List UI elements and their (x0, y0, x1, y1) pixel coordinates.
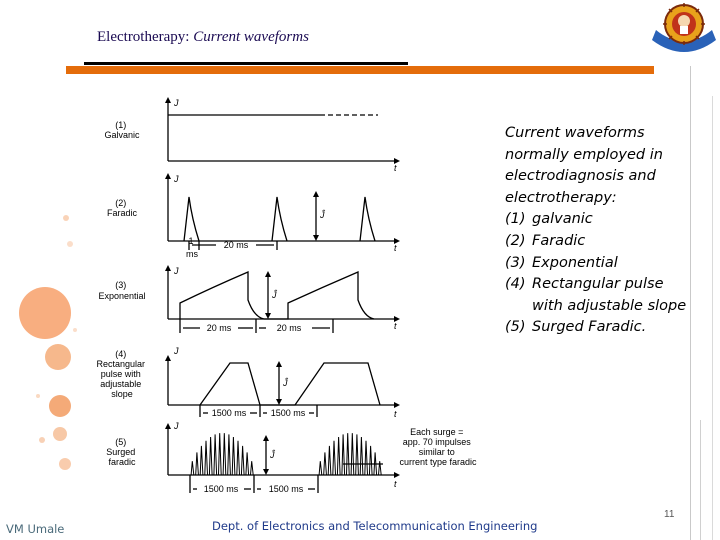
exponential-off-time: 20 ms (277, 323, 302, 333)
amplitude-label-3: Ĵ (271, 290, 278, 300)
axis-label-t-5: t (394, 479, 397, 489)
list-item-number: (2) (505, 232, 526, 249)
waveform-list: (1) galvanic (2) Faradic (3) Exponential (4… (505, 209, 690, 339)
footer-author: VM Umale (6, 522, 65, 536)
accent-bar (66, 66, 654, 74)
axis-label-t-1: t (394, 163, 397, 173)
waveform-description: Current waveforms normally employed in e… (505, 123, 690, 339)
list-item-number: (5) (505, 319, 526, 336)
rectangular-on-time: 1500 ms (212, 408, 247, 418)
list-item: (5) Surged Faradic. (505, 317, 690, 339)
list-item-text: Faradic (532, 232, 586, 249)
faradic-pulse-unit: ms (186, 249, 198, 259)
surge-burst (318, 433, 382, 476)
slide-title-sub: Current waveforms (193, 29, 309, 45)
list-item: (1) galvanic (505, 209, 690, 231)
panel-label-4: (4) Rectangular pulse with adjustable sl… (96, 349, 147, 399)
page-number: 11 (664, 509, 675, 520)
list-item: (4) Rectangular pulse with adjustable slo… (505, 274, 690, 317)
decorative-circles (19, 215, 77, 470)
exponential-on-time: 20 ms (207, 323, 232, 333)
faradic-period: 20 ms (224, 240, 249, 250)
right-divider (690, 66, 691, 540)
title-underline (84, 62, 408, 65)
surged-on-time: 1500 ms (204, 484, 239, 494)
right-edge-line (712, 96, 713, 540)
list-item-text: Exponential (532, 254, 618, 271)
right-edge-line-lower (700, 420, 701, 540)
institution-logo (652, 3, 716, 52)
axis-label-t-2: t (394, 243, 397, 253)
amplitude-label-4: Ĵ (282, 378, 289, 388)
amplitude-label-2: Ĵ (319, 210, 326, 220)
axis-label-j-5: J (173, 421, 179, 431)
list-item-text: galvanic (532, 211, 593, 228)
slide-title: Electrotherapy: Current waveforms (97, 29, 309, 46)
panel-label-2: (2) Faradic (107, 198, 138, 218)
list-item-number: (3) (505, 254, 526, 271)
surged-off-time: 1500 ms (269, 484, 304, 494)
footer-department: Dept. of Electronics and Telecommunicati… (212, 519, 538, 533)
list-item: (3) Exponential (505, 253, 690, 275)
rectangular-off-time: 1500 ms (271, 408, 306, 418)
list-item-number: (4) (505, 276, 526, 293)
panel-label-1: (1) Galvanic (104, 120, 140, 140)
axis-label-j-2: J (173, 174, 179, 184)
panel-label-5: (5) Surged faradic (106, 437, 138, 467)
surged-note: Each surge = app. 70 impulses similar to… (399, 427, 477, 467)
surge-burst (190, 433, 254, 476)
axis-label-t-4: t (394, 409, 397, 419)
axis-label-j-4: J (173, 346, 179, 356)
axis-label-j-1: J (173, 98, 179, 108)
axis-label-j-3: J (173, 266, 179, 276)
list-item-text: Surged Faradic. (532, 319, 647, 336)
list-item-text: Rectangular pulse with adjustable slope (532, 276, 687, 314)
faradic-pulse-width: 1 (188, 236, 193, 246)
list-item-number: (1) (505, 211, 526, 228)
list-item: (2) Faradic (505, 231, 690, 253)
slide-title-main: Electrotherapy: (97, 29, 190, 45)
amplitude-label-5: Ĵ (269, 450, 276, 460)
panel-label-3: (3) Exponential (98, 280, 145, 301)
axis-label-t-3: t (394, 321, 397, 331)
description-intro: Current waveforms normally employed in e… (505, 125, 663, 206)
waveform-figure: J t J t J t J t J t Ĵ Ĵ Ĵ Ĵ (1) Galvanic… (96, 97, 477, 494)
